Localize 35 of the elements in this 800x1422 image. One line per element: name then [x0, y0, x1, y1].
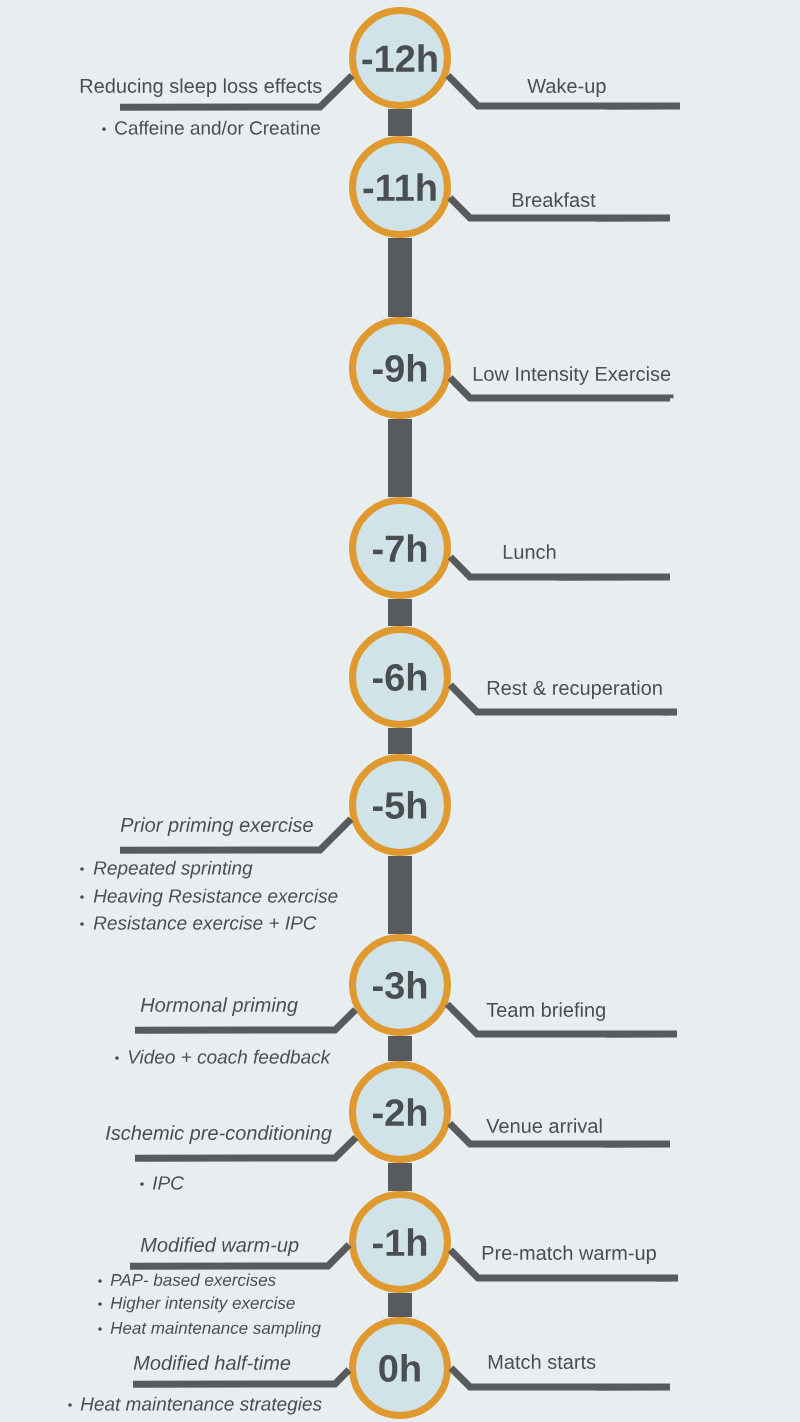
timeline-bar — [388, 599, 412, 626]
timeline-bar — [388, 238, 412, 317]
event-label: Modified half-time — [133, 1355, 291, 1370]
timeline-bar — [388, 109, 412, 136]
leader-line — [447, 375, 674, 402]
event-label: Hormonal priming — [140, 997, 298, 1016]
timeline-bar — [388, 1036, 412, 1061]
bullet-item: PAP- based exercises — [110, 1273, 276, 1286]
bullet-item: Repeated sprinting — [93, 860, 253, 879]
event-label: Wake-up — [527, 78, 606, 97]
bullet-item: Heaving Resistance exercise — [93, 888, 338, 907]
bullet-item: Video + coach feedback — [128, 1049, 331, 1064]
timeline-bar — [388, 728, 412, 754]
timeline-bar — [388, 1293, 412, 1317]
bullet-item: Heat maintenance strategies — [80, 1396, 322, 1415]
event-label: Low Intensity Exercise — [473, 366, 671, 385]
timeline-bar — [388, 419, 412, 497]
event-label: Match starts — [488, 1354, 596, 1369]
event-label: Breakfast — [512, 192, 596, 207]
event-label: Reducing sleep loss effects — [80, 78, 322, 97]
timeline-bar — [388, 1163, 412, 1191]
event-label: Pre-match warm-up — [482, 1245, 656, 1264]
event-label: Rest & recuperation — [487, 680, 662, 699]
event-label: Lunch — [503, 544, 556, 559]
bullet-item: IPC — [152, 1176, 184, 1190]
bullet-item: Higher intensity exercise — [110, 1296, 295, 1313]
bullet-item: Resistance exercise + IPC — [93, 915, 317, 930]
event-label: Ischemic pre-conditioning — [106, 1125, 332, 1144]
timeline-bar — [388, 856, 412, 934]
bullet-item: Heat maintenance sampling — [110, 1321, 321, 1338]
bullet-item: Caffeine and/or Creatine — [115, 120, 320, 135]
event-label: Modified warm-up — [140, 1237, 299, 1256]
event-label: Prior priming exercise — [120, 817, 313, 836]
event-label: Venue arrival — [486, 1118, 602, 1133]
event-label: Team briefing — [486, 1002, 605, 1021]
